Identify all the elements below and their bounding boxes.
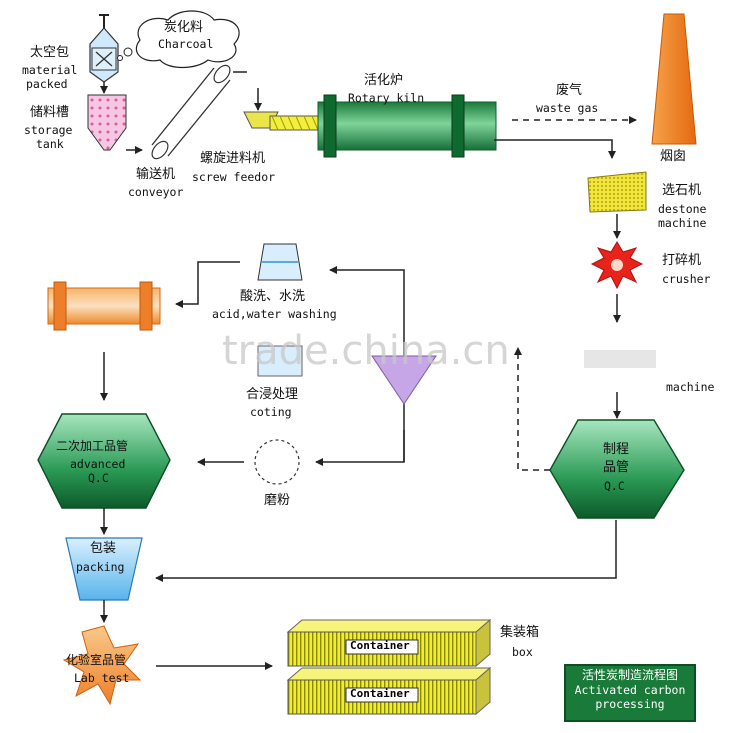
lab-test-label-cn: 化验室品管 (66, 653, 127, 667)
destone-label-cn: 选石机 (662, 183, 702, 198)
coating-label-cn: 合浸处理 (246, 387, 299, 402)
crusher-icon (590, 241, 644, 290)
storage-label-en1: storage (24, 123, 73, 137)
advanced-qc-label-en2: Q.C (88, 471, 109, 485)
storage-tank-icon (87, 94, 127, 151)
charcoal-cloud-icon (117, 10, 240, 69)
packing-icon (65, 537, 143, 601)
crusher-label-cn: 打碎机 (662, 253, 702, 268)
arrow-acid-to-dryer (175, 261, 240, 308)
grinding-icon (254, 439, 300, 485)
container-box-label-cn: 集装箱 (500, 625, 540, 640)
container-box-label-en: box (512, 645, 533, 659)
advanced-qc-hexagon (37, 413, 171, 509)
packing-label-en: packing (76, 560, 125, 574)
container-label-bottom: Container (350, 687, 410, 700)
material-label-cn: 太空包 (30, 45, 70, 60)
material-label-en1: material (22, 63, 78, 77)
title-cn: 活性炭制造流程图 (581, 668, 678, 682)
storage-label-cn: 储料槽 (30, 105, 70, 120)
kiln-label-en: Rotary kiln (348, 91, 425, 105)
arrow-qc-to-acid-dashed (514, 347, 550, 471)
coating-label-en: coting (250, 405, 292, 419)
arrow-kiln-to-destone (494, 139, 616, 159)
sieve-machine-icon (584, 350, 656, 368)
waste-gas-label-cn: 废气 (556, 83, 583, 98)
screw-feeder-label-cn: 螺旋进料机 (200, 151, 266, 166)
storage-label-en2: tank (36, 137, 64, 151)
material-label-en2: packed (26, 77, 68, 91)
process-qc-label-cn2: 品管 (603, 460, 630, 475)
coating-icon (257, 345, 303, 377)
container-label-top: Container (350, 639, 410, 652)
acid-label-cn: 酸洗、水洗 (240, 289, 306, 304)
sieve-label-en: machine (666, 380, 715, 394)
chimney-icon (651, 13, 697, 145)
title-en1: Activated carbon (574, 683, 686, 697)
destone-label-en2: machine (658, 216, 707, 230)
watermark: trade.china.cn (222, 328, 510, 374)
charcoal-label-cn: 炭化料 (164, 20, 204, 35)
packing-label-cn: 包装 (90, 541, 117, 556)
material-packed-icon (89, 14, 119, 83)
advanced-qc-label-cn: 二次加工品管 (56, 439, 129, 453)
charcoal-label-en: Charcoal (158, 37, 214, 51)
container-icon-top (286, 618, 492, 668)
chimney-label-cn: 烟囱 (660, 149, 687, 164)
conveyor-label-en: conveyor (128, 185, 184, 199)
grinding-label-cn: 磨粉 (264, 493, 291, 508)
process-qc-label-en: Q.C (604, 479, 625, 493)
container-icon-bottom (286, 666, 492, 716)
title-en2: processing (595, 697, 665, 711)
arrow-to-grinding (315, 430, 405, 466)
lab-test-star (62, 625, 142, 706)
process-qc-label-cn1: 制程 (603, 442, 630, 457)
waste-gas-label-en: waste gas (536, 101, 599, 115)
rotary-kiln-icon (317, 94, 497, 158)
conveyor-label-cn: 输送机 (136, 167, 176, 182)
conveyor-icon (151, 64, 231, 160)
screw-feeder-icon (243, 111, 327, 131)
arrow-process-qc-to-packing (155, 520, 617, 582)
acid-label-en: acid,water washing (212, 307, 337, 321)
crusher-label-en: crusher (662, 272, 711, 286)
destone-label-en1: destone (658, 202, 707, 216)
title-box: 活性炭制造流程图 Activated carbon processing (564, 664, 696, 722)
kiln-label-cn: 活化炉 (364, 73, 404, 88)
screw-feeder-label-en: screw feedor (192, 170, 276, 184)
acid-washing-icon (257, 243, 303, 281)
lab-test-label-en: Lab test (74, 671, 130, 685)
purple-funnel-icon (371, 355, 437, 405)
destone-machine-icon (587, 171, 647, 213)
dryer-icon (47, 281, 161, 331)
advanced-qc-label-en1: advanced (70, 457, 126, 471)
